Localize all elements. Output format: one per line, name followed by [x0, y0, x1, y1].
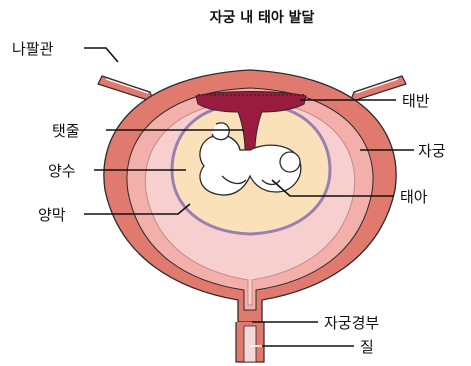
label-amniotic-fluid: 양수 [48, 162, 76, 180]
label-vagina: 질 [360, 338, 374, 356]
leader-fallopian-tube [84, 48, 118, 62]
label-fallopian-tube: 나팔관 [12, 40, 54, 58]
label-umbilical-cord: 탯줄 [52, 122, 80, 140]
diagram-title: 자궁 내 태아 발달 [210, 9, 315, 26]
label-uterus: 자궁 [418, 142, 446, 160]
label-fetus: 태아 [400, 188, 428, 206]
label-amnion: 양막 [38, 206, 66, 224]
label-cervix: 자궁경부 [324, 314, 379, 332]
label-placenta: 태반 [402, 92, 430, 110]
cervix-vagina [236, 322, 264, 362]
